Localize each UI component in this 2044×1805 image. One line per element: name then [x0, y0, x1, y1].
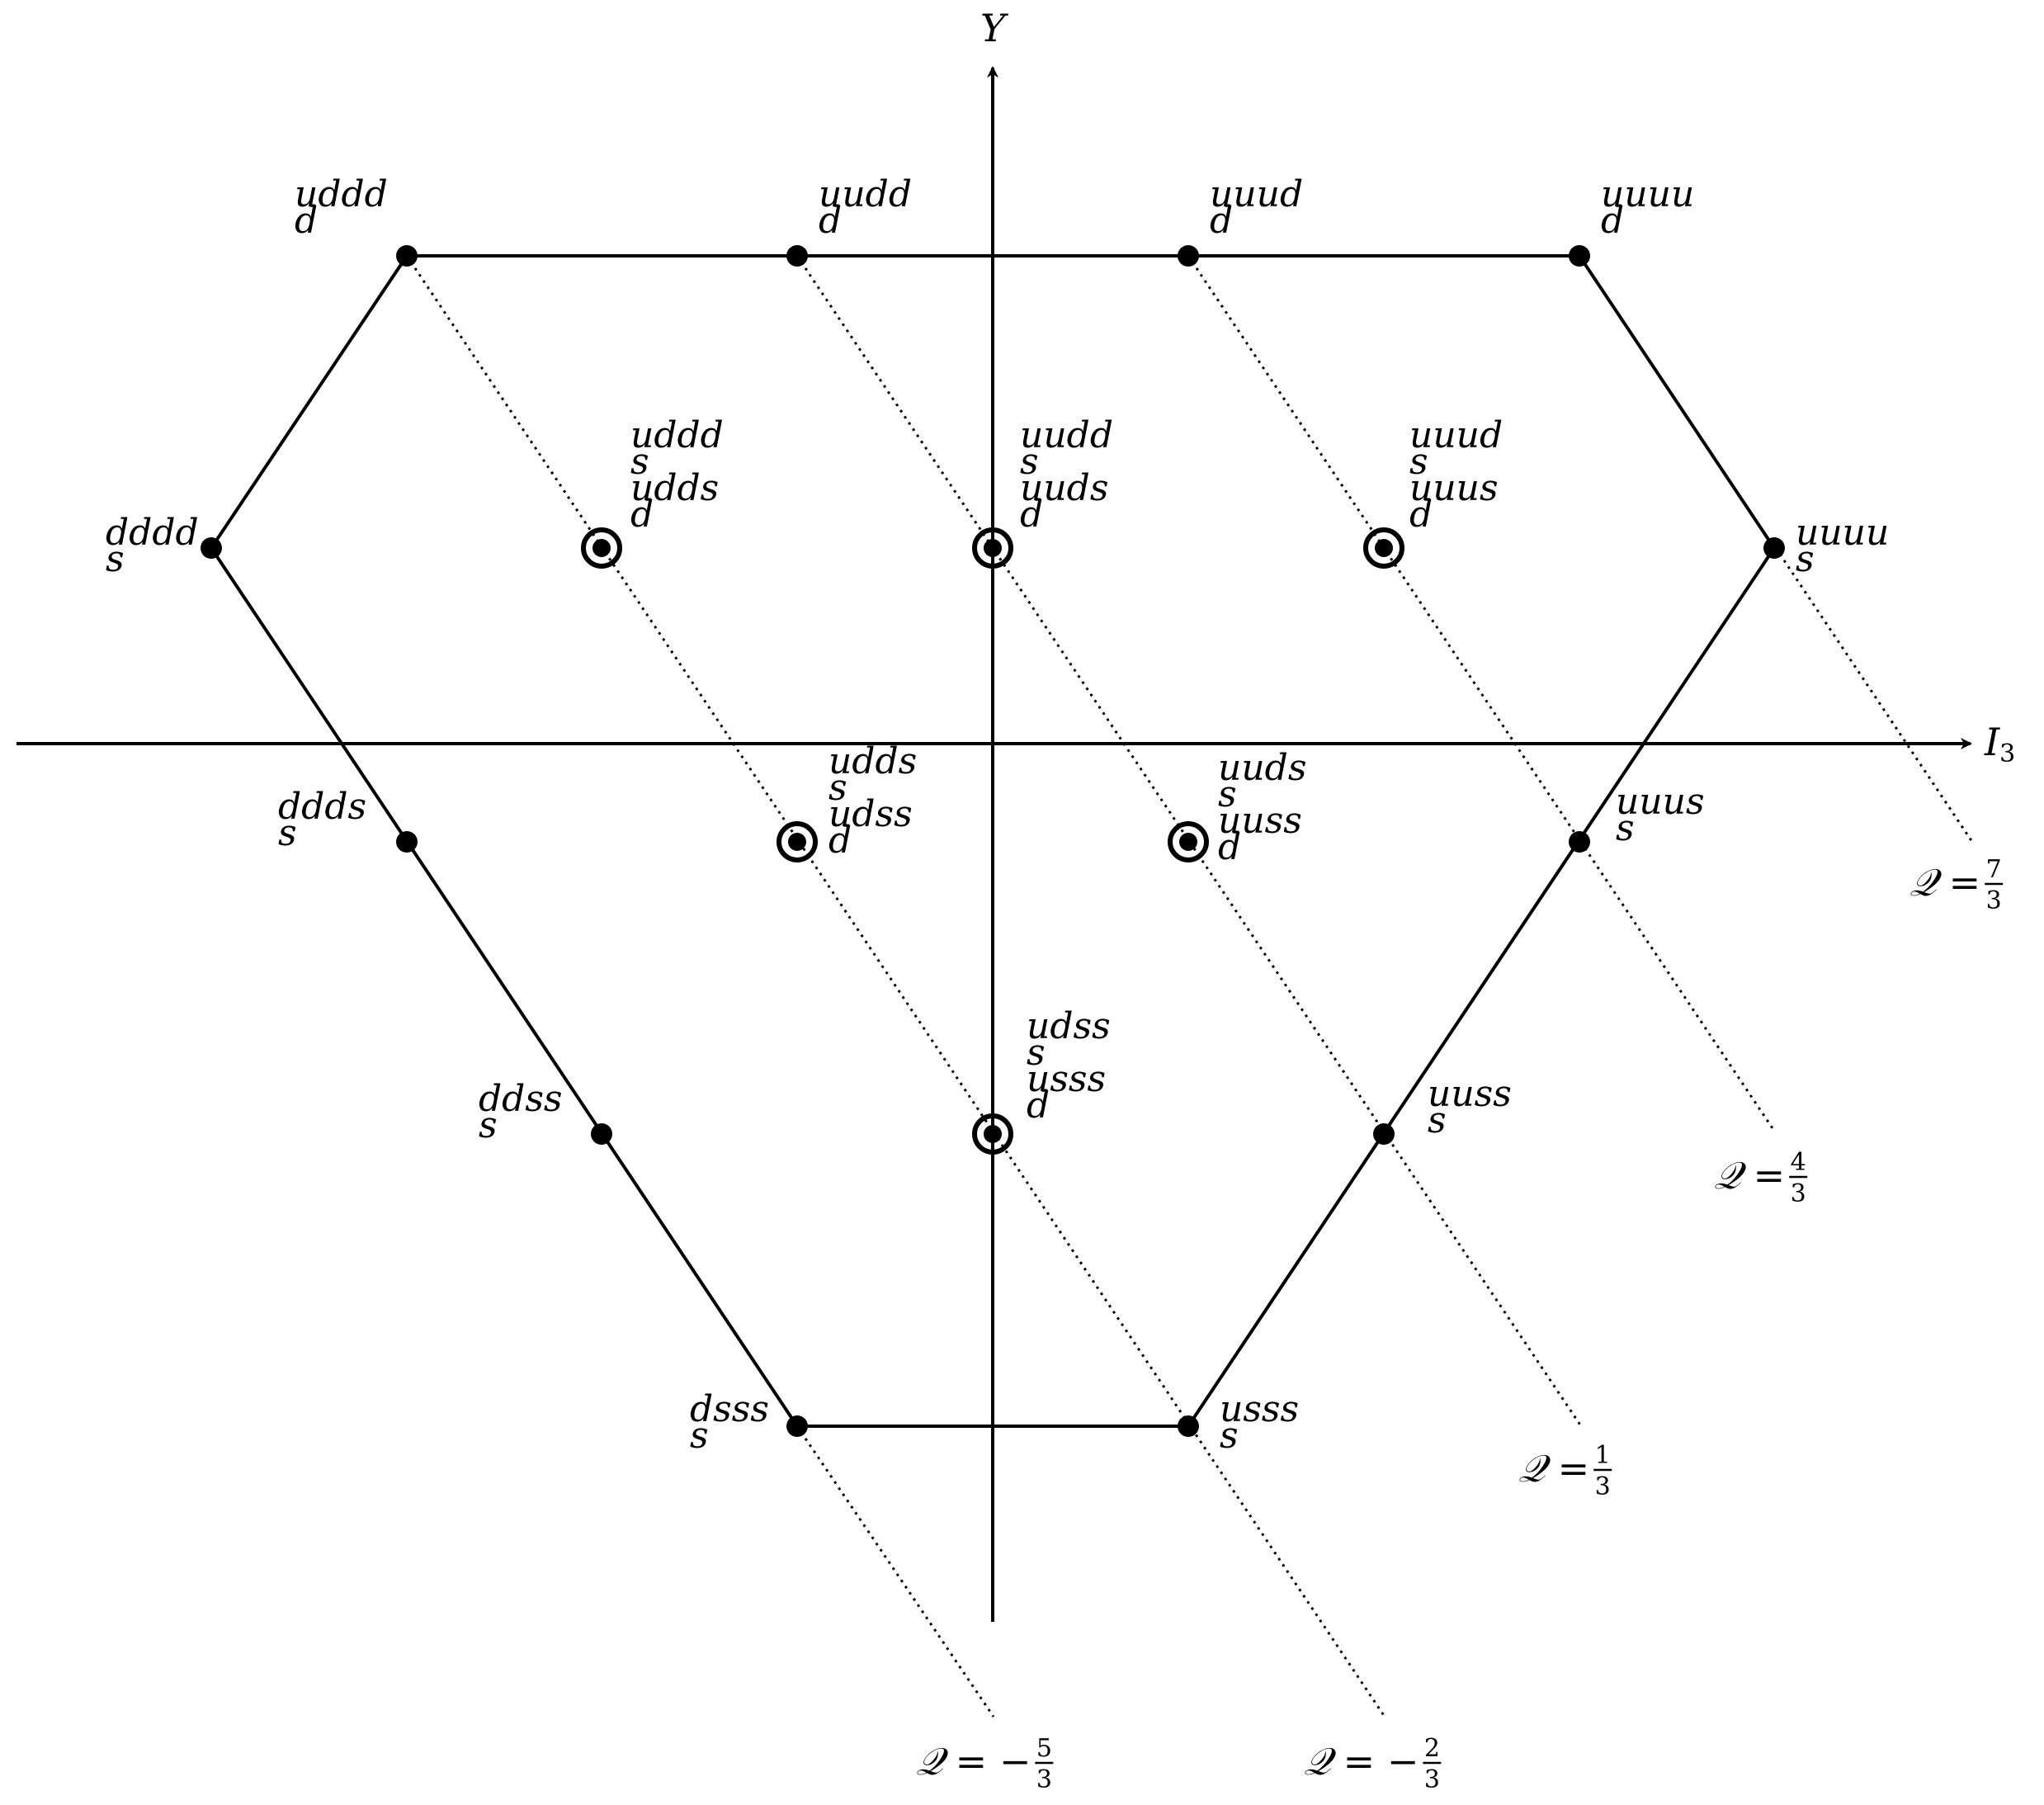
svg-text:𝒬 =: 𝒬 =	[1714, 1153, 1785, 1198]
svg-text:2: 2	[1424, 1734, 1440, 1763]
charge-label: 𝒬 = 13	[1518, 1441, 1612, 1501]
node-dot	[592, 539, 611, 557]
svg-text:3: 3	[1424, 1765, 1440, 1794]
charge-label: 𝒬 = −23	[1304, 1734, 1442, 1794]
charge-label: 𝒬 = −53	[916, 1734, 1054, 1794]
node-m4	[777, 821, 818, 862]
nodes	[201, 245, 1785, 1437]
node-ring	[1363, 527, 1404, 569]
node-dot	[786, 1415, 808, 1437]
node-dot	[786, 245, 808, 267]
node-dot	[1569, 831, 1590, 853]
charge-lines	[405, 255, 1974, 1718]
charge-line-minus-5-3	[795, 1425, 995, 1718]
node-uuud-d	[1178, 245, 1199, 267]
node-m5	[1168, 821, 1209, 862]
node-dddd-s	[201, 537, 222, 559]
charge-line-1-3	[795, 255, 1583, 1427]
svg-text:3: 3	[1791, 1179, 1806, 1208]
node-uuus-s	[1569, 831, 1590, 853]
node-ring	[972, 527, 1013, 569]
node-uuuu-d	[1569, 245, 1590, 267]
charge-line-4-3	[1187, 255, 1776, 1132]
node-ring	[581, 527, 622, 569]
charge-label: 𝒬 = 43	[1714, 1148, 1808, 1208]
node-ring	[777, 821, 818, 862]
svg-text:𝒬 =: 𝒬 =	[1518, 1446, 1589, 1491]
charge-labels: 𝒬 = 73𝒬 = 43𝒬 = 13𝒬 = −23𝒬 = −53	[916, 855, 2004, 1794]
charge-line-7-3	[1774, 547, 1974, 843]
node-m2	[972, 527, 1013, 569]
svg-text:𝒬 = −: 𝒬 = −	[1304, 1739, 1419, 1784]
node-uuss-s	[1373, 1123, 1395, 1145]
node-usss-s	[1178, 1415, 1199, 1437]
node-dot	[1178, 1415, 1199, 1437]
node-dot	[591, 1123, 612, 1145]
svg-text:𝒬 = −: 𝒬 = −	[916, 1739, 1031, 1784]
node-m3	[1363, 527, 1404, 569]
node-dsss-s	[786, 1415, 808, 1437]
svg-text:1: 1	[1595, 1441, 1611, 1470]
node-dot	[984, 539, 1002, 557]
y-axis-label: Y	[980, 6, 1009, 50]
node-ring	[1168, 821, 1209, 862]
node-dot	[1179, 833, 1197, 851]
node-dot	[1375, 539, 1393, 557]
svg-text:7: 7	[1986, 855, 2002, 884]
node-dot	[1373, 1123, 1395, 1145]
node-m1	[581, 527, 622, 569]
node-dot	[788, 833, 806, 851]
node-ddds-s	[396, 831, 418, 853]
node-ring	[972, 1113, 1013, 1155]
node-uuuu-s	[1763, 537, 1785, 559]
svg-text:5: 5	[1036, 1734, 1052, 1763]
node-dot	[396, 831, 418, 853]
i3-axis-label: I3	[1984, 720, 2015, 768]
svg-text:3: 3	[1986, 886, 2002, 915]
node-m6	[972, 1113, 1013, 1155]
node-dot	[1569, 245, 1590, 267]
node-uudd-d	[786, 245, 808, 267]
node-dot	[396, 245, 418, 267]
node-dot	[1763, 537, 1785, 559]
node-dot	[984, 1125, 1002, 1143]
svg-text:3: 3	[1036, 1765, 1052, 1794]
svg-text:4: 4	[1791, 1148, 1806, 1177]
charge-line-minus-2-3	[405, 255, 1386, 1718]
node-ddss-s	[591, 1123, 612, 1145]
node-dot	[1178, 245, 1199, 267]
svg-text:𝒬 =: 𝒬 =	[1909, 860, 1980, 905]
svg-text:3: 3	[1595, 1472, 1611, 1501]
node-uddd-d	[396, 245, 418, 267]
node-dot	[201, 537, 222, 559]
charge-label: 𝒬 = 73	[1909, 855, 2004, 915]
